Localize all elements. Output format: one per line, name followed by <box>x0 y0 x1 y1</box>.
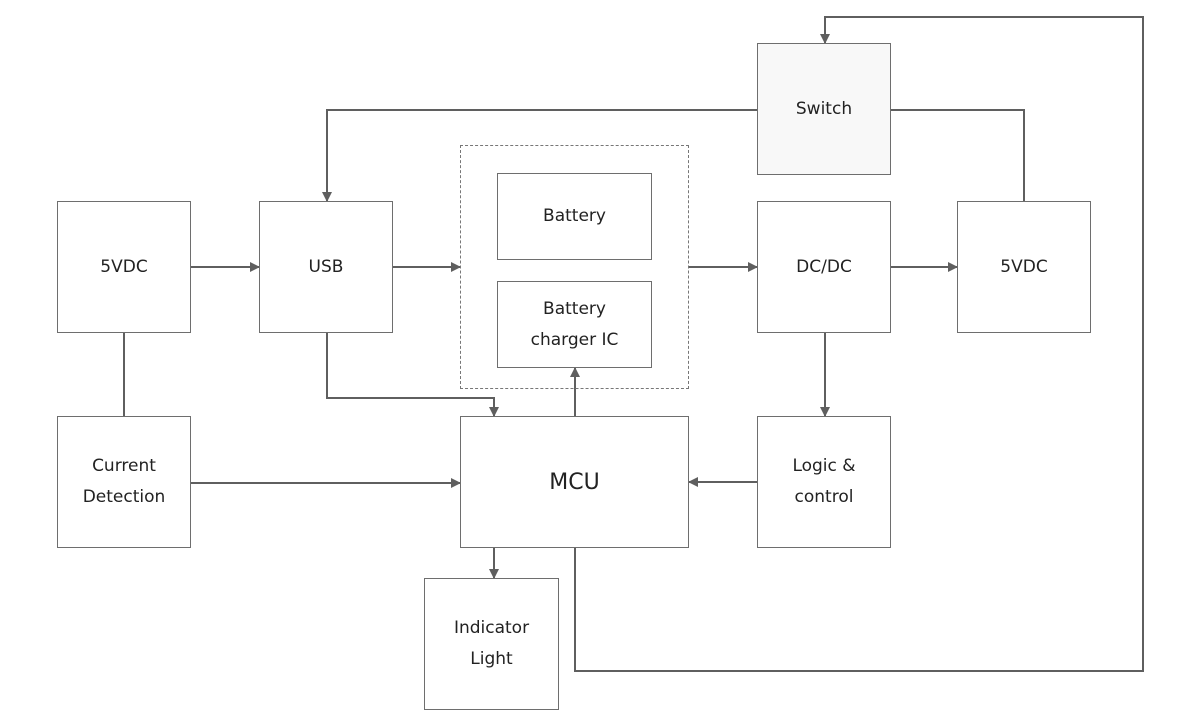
block-current-detection: Current Detection <box>57 416 191 548</box>
battery-group-dashed-frame <box>460 145 689 389</box>
arrow-mcu-to-switch-loop <box>574 16 1144 672</box>
block-5vdc-input: 5VDC <box>57 201 191 333</box>
block-usb: USB <box>259 201 393 333</box>
block-battery: Battery <box>497 173 652 260</box>
block-switch: Switch <box>757 43 891 175</box>
block-mcu: MCU <box>460 416 689 548</box>
arrow-switch-to-usb <box>322 109 757 202</box>
block-logic-control: Logic & control <box>757 416 891 548</box>
line-switch-to-5vdc <box>891 109 1025 201</box>
block-5vdc-output: 5VDC <box>957 201 1091 333</box>
block-dcdc: DC/DC <box>757 201 891 333</box>
block-indicator-light: Indicator Light <box>424 578 559 710</box>
block-battery-charger-ic: Battery charger IC <box>497 281 652 368</box>
arrow-usb-to-mcu <box>326 333 499 417</box>
